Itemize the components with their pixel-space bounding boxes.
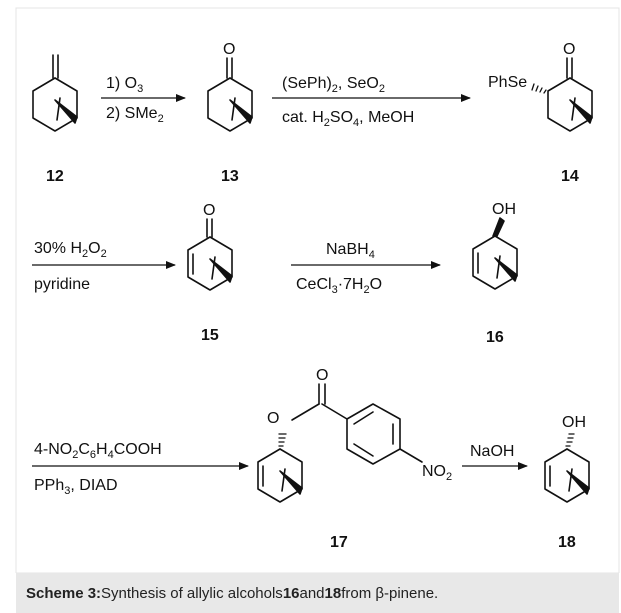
compound-14-structure [531, 57, 593, 132]
step3-reagent-top: 30% H2O2 [34, 240, 107, 260]
caption-text-c: from β-pinene. [341, 584, 439, 602]
reaction-scheme: O O PhSe O OH O O NO2 OH 1) O3 2) SMe2 (… [15, 7, 620, 573]
step5-reagent-top: 4-NO2C6H4COOH [34, 441, 162, 461]
compound-17-structure [257, 383, 423, 503]
compound-16-structure [472, 217, 518, 290]
compound-number-12: 12 [46, 168, 64, 185]
compound-number-15: 15 [201, 327, 219, 344]
caption-text-b: and [299, 584, 325, 602]
atom-OH-16: OH [492, 201, 516, 218]
caption-compound-18: 18 [324, 584, 342, 602]
compound-number-13: 13 [221, 168, 239, 185]
step1-reagent-bottom: 2) SMe2 [106, 105, 164, 125]
caption-text-a: Synthesis of allylic alcohols [101, 584, 283, 602]
atom-O-ester-17: O [267, 410, 279, 427]
compound-number-17: 17 [330, 534, 348, 551]
step3-reagent-bottom: pyridine [34, 276, 90, 293]
step4-reagent-top: NaBH4 [326, 241, 375, 261]
compound-number-16: 16 [486, 329, 504, 346]
caption-compound-16: 16 [282, 584, 300, 602]
atom-O-13: O [223, 41, 235, 58]
caption-prefix: Scheme 3: [26, 584, 102, 602]
scheme-caption: Scheme 3: Synthesis of allylic alcohols … [16, 573, 619, 613]
compound-number-14: 14 [561, 168, 579, 185]
compound-15-structure [187, 218, 233, 291]
step2-reagent-bottom: cat. H2SO4, MeOH [282, 109, 414, 129]
compound-18-structure [544, 433, 590, 503]
atom-OH-18: OH [562, 414, 586, 431]
step5-reagent-bottom: PPh3, DIAD [34, 477, 118, 497]
step4-reagent-bottom: CeCl3·7H2O [296, 276, 382, 296]
step2-reagent-top: (SePh)2, SeO2 [282, 75, 385, 95]
atom-O-15: O [203, 202, 215, 219]
step1-reagent-top: 1) O3 [106, 75, 143, 95]
nitro-group-17: NO2 [422, 463, 452, 483]
compound-12-structure [32, 54, 78, 132]
atom-PhSe-14: PhSe [488, 74, 527, 91]
compound-number-18: 18 [558, 534, 576, 551]
atom-O-carbonyl-17: O [316, 367, 328, 384]
compound-13-structure [207, 57, 253, 132]
scheme-frame [15, 7, 620, 573]
atom-O-14: O [563, 41, 575, 58]
step6-reagent: NaOH [470, 443, 514, 460]
